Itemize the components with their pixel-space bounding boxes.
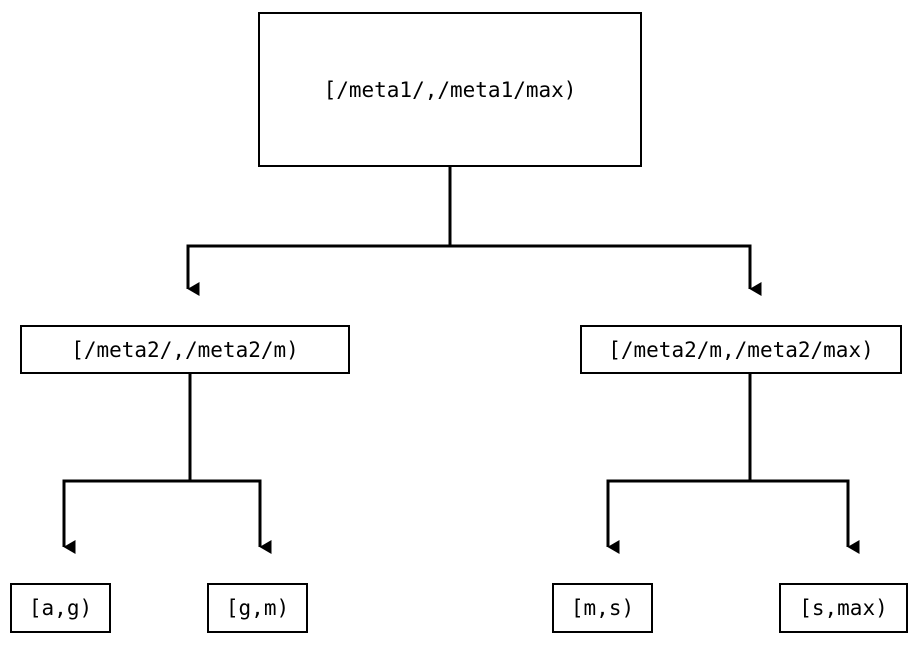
node-leaf-1-label: [a,g) xyxy=(28,596,93,620)
edge-mid-left-to-leaf-1 xyxy=(62,374,192,554)
node-leaf-4[interactable]: [s,max) xyxy=(779,583,908,633)
node-leaf-3[interactable]: [m,s) xyxy=(552,583,653,633)
node-leaf-3-label: [m,s) xyxy=(570,596,635,620)
node-root-label: [/meta1/,/meta1/max) xyxy=(323,77,577,102)
node-root[interactable]: [/meta1/,/meta1/max) xyxy=(258,12,642,167)
node-mid-left[interactable]: [/meta2/,/meta2/m) xyxy=(20,325,350,374)
node-leaf-1[interactable]: [a,g) xyxy=(10,583,111,633)
edge-root-to-mid-right xyxy=(448,167,762,296)
node-mid-right-label: [/meta2/m,/meta2/max) xyxy=(608,337,874,362)
node-mid-left-label: [/meta2/,/meta2/m) xyxy=(71,337,299,362)
edge-mid-left-to-leaf-2 xyxy=(188,374,272,554)
edge-mid-right-to-leaf-4 xyxy=(748,374,860,554)
node-leaf-2[interactable]: [g,m) xyxy=(207,583,308,633)
node-mid-right[interactable]: [/meta2/m,/meta2/max) xyxy=(580,325,902,374)
edge-mid-right-to-leaf-3 xyxy=(606,374,752,554)
node-leaf-2-label: [g,m) xyxy=(225,596,290,620)
node-leaf-4-label: [s,max) xyxy=(799,596,888,620)
edge-root-to-mid-left xyxy=(186,167,452,296)
